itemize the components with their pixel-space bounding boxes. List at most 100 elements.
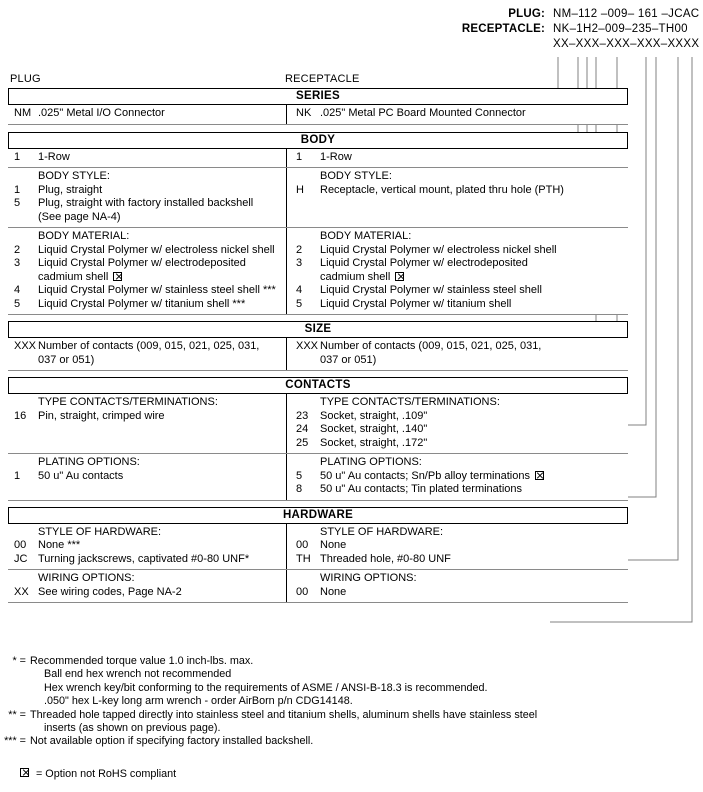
option-code: 1 [14,183,21,196]
option-desc: Plug, straight with factory installed ba… [38,197,254,209]
option-continuation: cadmium shell [287,271,628,285]
option-row: 5 Liquid Crystal Polymer w/ titanium she… [287,298,628,312]
footnote-marker: * = [12,655,26,667]
option-desc: Liquid Crystal Polymer w/ titanium shell [320,297,512,310]
hardware-wiring-plug-cell: WIRING OPTIONS: XX See wiring codes, Pag… [8,570,286,602]
option-row: 00 None [287,539,628,553]
contacts-type-row: TYPE CONTACTS/TERMINATIONS: 16 Pin, stra… [8,394,628,454]
option-code: 3 [14,257,21,269]
subheading: STYLE OF HARDWARE: [320,525,444,538]
option-continuation: 037 or 051) [38,353,95,366]
rohs-noncompliant-icon [20,767,29,777]
footnote: * = Recommended torque value 1.0 inch-lb… [0,655,703,668]
subheading: BODY STYLE: [38,170,110,182]
option-continuation: cadmium shell [8,271,286,285]
option-desc: Number of contacts (009, 015, 021, 025, … [38,340,260,352]
option-code: JC [14,552,28,565]
rohs-noncompliant-icon [113,271,123,281]
option-desc: 50 u" Au contacts; Tin plated terminatio… [320,483,523,495]
option-row: XXX Number of contacts (009, 015, 021, 0… [8,340,286,354]
option-code: 1 [296,150,303,163]
option-desc: Number of contacts (009, 015, 021, 025, … [320,340,542,352]
contacts-plating-receptacle-cell: PLATING OPTIONS: 5 50 u" Au contacts; Sn… [286,454,628,500]
option-desc: Liquid Crystal Polymer w/ electrodeposit… [38,257,246,269]
rohs-noncompliant-icon [534,470,544,480]
body-rowcount-receptacle-cell: 1 1-Row [286,148,628,167]
part-number-configuration-chart: SERIES NM .025" Metal I/O Connector NK .… [8,88,628,603]
section-title-contacts: CONTACTS [8,377,628,394]
hardware-wiring-receptacle-cell: WIRING OPTIONS: 00 None [286,570,628,602]
option-desc: Socket, straight, .140" [320,423,428,435]
option-code: TH [296,552,311,565]
option-desc: Socket, straight, .172" [320,436,428,449]
receptacle-part-number: NK–1H2–009–235–TH00 [553,23,688,35]
subheading: STYLE OF HARDWARE: [38,525,162,538]
option-row: 1 1-Row [8,151,286,165]
option-desc: Liquid Crystal Polymer w/ stainless stee… [38,284,276,296]
subheading: PLATING OPTIONS: [38,456,140,468]
subheading: PLATING OPTIONS: [320,456,422,468]
option-code: XX [14,585,29,598]
option-code: 16 [14,409,27,422]
option-desc-text: 50 u" Au contacts; Sn/Pb alloy terminati… [320,469,530,482]
option-code: 5 [296,297,303,310]
option-desc: Socket, straight, .109" [320,409,428,422]
footnote-continuation: inserts (as shown on previous page). [44,722,221,735]
option-row: 00 None *** [8,539,286,553]
option-code: 00 [296,585,309,598]
option-desc: 50 u" Au contacts; Sn/Pb alloy terminati… [320,470,628,484]
option-desc: None [320,585,347,598]
footnote-continuation: Ball end hex wrench not recommended [44,668,232,681]
option-row: 00 None [287,586,628,600]
series-receptacle-cell: NK .025" Metal PC Board Mounted Connecto… [286,105,628,124]
continuation-text: cadmium shell [320,270,391,283]
receptacle-part-number-row: RECEPTACLE: NK–1H2–009–235–TH00 [0,23,703,38]
part-number-mask-row: XX–XXX–XXX–XXX–XXXX [0,38,703,53]
subheading: TYPE CONTACTS/TERMINATIONS: [38,396,218,408]
size-plug-cell: XXX Number of contacts (009, 015, 021, 0… [8,338,286,370]
option-row: 1 1-Row [287,151,628,165]
section-title-size: SIZE [8,321,628,338]
option-row: 25 Socket, straight, .172" [287,437,628,451]
receptacle-label: RECEPTACLE: [461,23,545,35]
option-code: 25 [296,436,309,449]
spacer-line [8,423,286,437]
option-desc: 1-Row [38,150,70,163]
subheading: WIRING OPTIONS: [38,572,135,584]
option-row: XX See wiring codes, Page NA-2 [8,586,286,600]
option-desc: Turning jackscrews, captivated #0-80 UNF… [38,552,250,565]
option-desc: Plug, straight [38,183,103,196]
option-row: 23 Socket, straight, .109" [287,410,628,424]
subheading: WIRING OPTIONS: [320,572,417,584]
option-code: 4 [14,284,21,296]
option-desc: .025" Metal I/O Connector [38,107,165,119]
option-row: NK .025" Metal PC Board Mounted Connecto… [287,107,628,121]
column-heading-receptacle: RECEPTACLE [285,73,360,85]
footnote: ** = Threaded hole tapped directly into … [0,709,703,722]
option-code: 24 [296,423,309,435]
part-number-mask: XX–XXX–XXX–XXX–XXXX [553,38,700,50]
option-code: 00 [296,539,309,551]
option-code: 2 [14,243,21,256]
option-desc: Liquid Crystal Polymer w/ electroless ni… [320,243,557,256]
size-receptacle-cell: XXX Number of contacts (009, 015, 021, 0… [286,338,628,370]
hardware-wiring-row: WIRING OPTIONS: XX See wiring codes, Pag… [8,570,628,603]
option-desc: Liquid Crystal Polymer w/ stainless stee… [320,284,542,296]
body-material-plug-cell: BODY MATERIAL: 2 Liquid Crystal Polymer … [8,228,286,314]
option-code: NK [296,107,312,119]
body-style-row: BODY STYLE: 1 Plug, straight 5 Plug, str… [8,168,628,228]
option-row: 1 50 u" Au contacts [8,470,286,484]
option-row: 24 Socket, straight, .140" [287,423,628,437]
option-row: JC Turning jackscrews, captivated #0-80 … [8,553,286,567]
option-continuation: (See page NA-4) [38,210,121,223]
subheading: TYPE CONTACTS/TERMINATIONS: [320,396,500,408]
footnote-marker: *** = [4,735,26,748]
option-desc: Pin, straight, crimped wire [38,409,165,422]
option-desc: Liquid Crystal Polymer w/ titanium shell… [38,297,246,310]
option-row: NM .025" Metal I/O Connector [8,107,286,121]
footnotes: * = Recommended torque value 1.0 inch-lb… [0,655,703,781]
part-number-header: PLUG: NM–112 –009– 161 –JCAC RECEPTACLE:… [0,8,703,53]
series-plug-cell: NM .025" Metal I/O Connector [8,105,286,124]
option-code: H [296,183,304,196]
contacts-type-plug-cell: TYPE CONTACTS/TERMINATIONS: 16 Pin, stra… [8,394,286,453]
